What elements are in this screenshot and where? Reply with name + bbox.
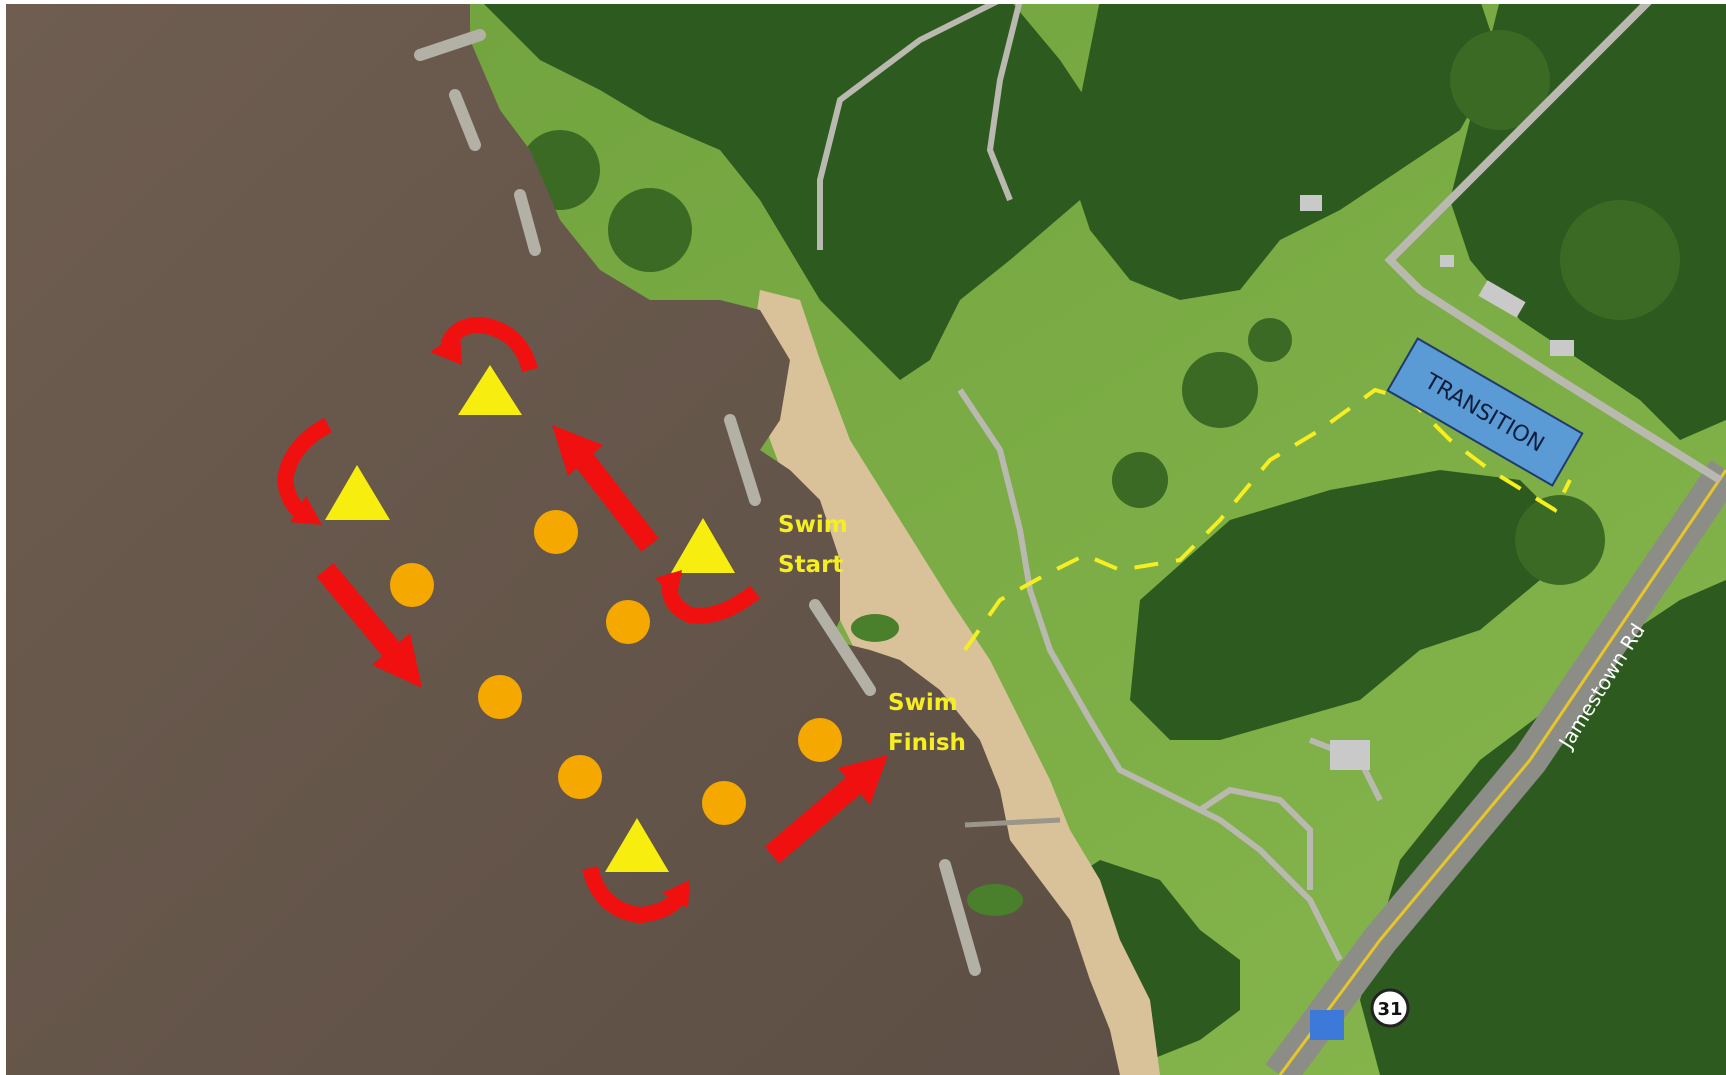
jetties	[414, 29, 981, 976]
transition-box	[1386, 337, 1584, 487]
marker-buoy	[325, 465, 390, 520]
course-arrow-icon	[582, 865, 690, 924]
grass-islets	[851, 614, 1023, 916]
pool-blue-building	[1310, 1010, 1344, 1040]
swim-start-label-line1: Swim	[778, 512, 848, 538]
turn-buoy	[534, 510, 578, 554]
image-frame-top	[0, 0, 1726, 4]
turn-buoy	[606, 600, 650, 644]
beach	[750, 290, 1160, 1075]
turn-buoy	[478, 675, 522, 719]
marker-buoys	[325, 365, 735, 872]
swim-start-label-line2: Start	[778, 552, 843, 578]
road-center-line	[1278, 469, 1726, 1075]
course-arrow-icon	[430, 316, 538, 373]
buildings	[1300, 195, 1574, 770]
route-shield-icon: 31	[1370, 988, 1410, 1028]
course-arrow-icon	[764, 755, 888, 864]
turn-buoy	[702, 781, 746, 825]
turn-buoys	[390, 510, 842, 825]
pier	[964, 817, 1061, 828]
tree-clumps	[520, 30, 1680, 585]
course-arrows	[276, 316, 888, 924]
turn-buoy	[390, 563, 434, 607]
turn-buoy	[558, 755, 602, 799]
transition-path	[963, 387, 1572, 652]
marker-buoy	[458, 365, 522, 415]
image-frame-left	[0, 0, 6, 1075]
park-path	[817, 0, 1343, 962]
swim-finish-label-line1: Swim	[888, 690, 958, 716]
swim-finish-label-line2: Finish	[888, 730, 966, 756]
turn-buoy	[798, 718, 842, 762]
route-shield-number: 31	[1377, 999, 1402, 1020]
course-arrow-icon	[316, 562, 422, 688]
course-arrow-icon	[276, 417, 332, 525]
course-arrow-icon	[552, 425, 659, 552]
marker-buoy	[605, 818, 669, 872]
course-arrow-icon	[655, 570, 760, 624]
marker-buoy	[671, 518, 735, 573]
access-road	[1384, 0, 1723, 484]
